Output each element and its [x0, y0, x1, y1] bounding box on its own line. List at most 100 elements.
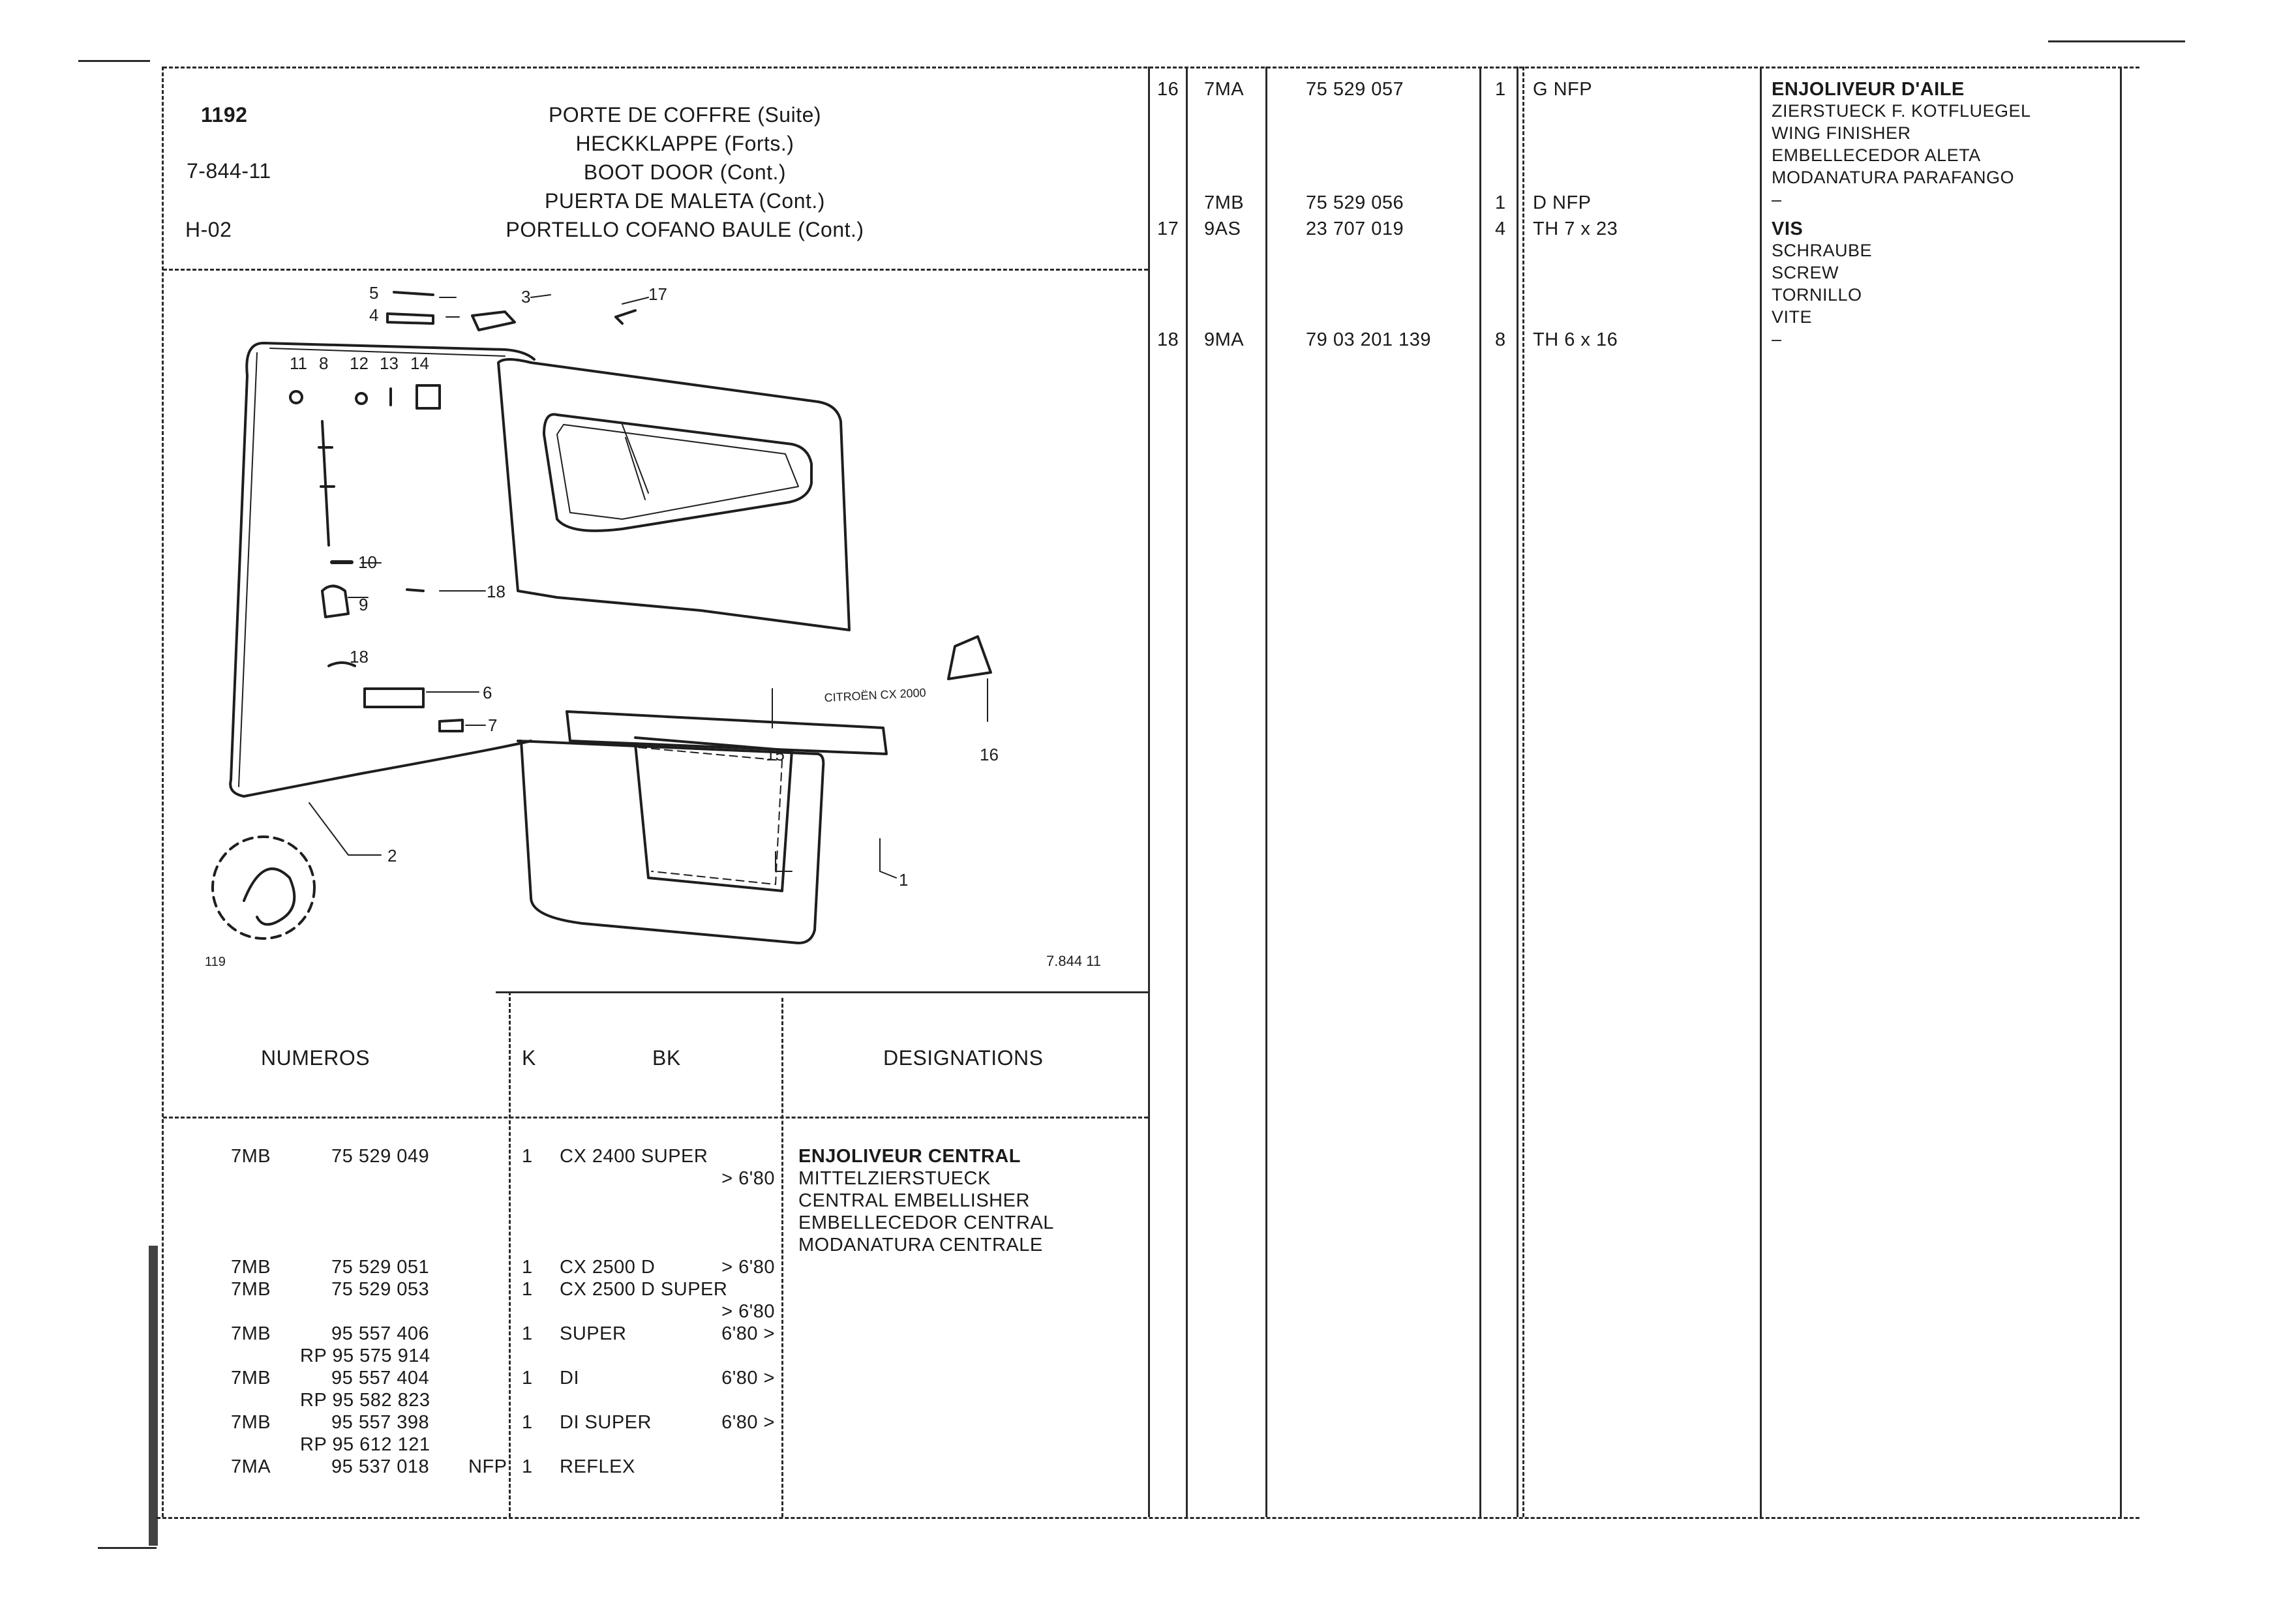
right-row-0-qty: 1 [1495, 79, 1506, 100]
col-header-numeros: NUMEROS [261, 1046, 370, 1070]
right-col-1 [1186, 67, 1188, 1517]
part-7-clip [438, 719, 464, 732]
right-row-0-code: 7MA [1204, 79, 1245, 100]
right-row-3-item: 18 [1157, 329, 1179, 350]
lower-row-4-number: 95 557 404 [331, 1368, 430, 1389]
table-header-divider [163, 1117, 1148, 1119]
lower-row-5-k: 1 [522, 1412, 533, 1433]
callout-3: 3 [521, 287, 530, 307]
lower-row-0-bk: CX 2400 SUPER [560, 1146, 708, 1167]
d16-line-5: – [1772, 190, 1782, 209]
seal-detail-inset [211, 835, 316, 940]
callout-14: 14 [410, 353, 429, 373]
right-col-6 [1760, 67, 1762, 1517]
right-row-3-number: 79 03 201 139 [1306, 329, 1431, 350]
designation-line-2: CENTRAL EMBELLISHER [798, 1190, 1030, 1211]
frame-top [163, 67, 2139, 68]
callout-6: 6 [483, 683, 492, 702]
designation-line-0: ENJOLIVEUR CENTRAL [798, 1146, 1021, 1167]
title-fr: PORTE DE COFFRE (Suite) [548, 103, 822, 127]
right-row-2-qty: 4 [1495, 218, 1506, 239]
right-row-0-item: 16 [1157, 79, 1179, 100]
callout-5: 5 [369, 283, 378, 303]
part-3-hinge [471, 310, 516, 331]
title-de: HECKKLAPPE (Forts.) [575, 132, 794, 155]
reference-code: 7-844-11 [187, 159, 271, 183]
d16-line-2: WING FINISHER [1772, 123, 1911, 143]
lower-row-3-bk-date: 6'80 > [721, 1323, 775, 1344]
boot-door-panel [497, 358, 851, 631]
lower-row-1-bk-date: > 6'80 [721, 1257, 775, 1278]
lower-row-5-number: 95 557 398 [331, 1412, 430, 1433]
d17-line-0: VIS [1772, 218, 1804, 239]
lower-col-k [509, 991, 511, 1517]
col-header-k: K [522, 1046, 536, 1070]
d16-line-1: ZIERSTUECK F. KOTFLUEGEL [1772, 101, 2031, 121]
callout-9: 9 [359, 595, 368, 614]
lower-row-5-code: 7MB [231, 1412, 271, 1433]
designation-line-4: MODANATURA CENTRALE [798, 1235, 1043, 1255]
right-row-2-item: 17 [1157, 218, 1179, 239]
page-number: 1192 [201, 103, 248, 127]
right-col-4 [1517, 67, 1518, 1517]
frame-right [2120, 67, 2122, 1517]
scan-edge-mark [149, 1246, 158, 1546]
frame-bottom [157, 1517, 2139, 1519]
callout-10: 10 [358, 552, 377, 572]
designation-line-1: MITTELZIERSTUECK [798, 1168, 991, 1189]
right-row-2-code: 9AS [1204, 218, 1241, 239]
right-row-2-number: 23 707 019 [1306, 218, 1404, 239]
lower-row-3-bk: SUPER [560, 1323, 627, 1344]
lower-row-6-bk: REFLEX [560, 1456, 635, 1477]
right-row-1-code: 7MB [1204, 192, 1245, 213]
lower-row-2-number: 75 529 053 [331, 1279, 430, 1300]
lower-row-1-number: 75 529 051 [331, 1257, 430, 1278]
right-row-0-number: 75 529 057 [1306, 79, 1404, 100]
right-row-1-qty: 1 [1495, 192, 1506, 213]
callout-15: 15 [766, 745, 785, 764]
lower-row-0-number: 75 529 049 [331, 1146, 430, 1167]
lower-row-5-bk: DI SUPER [560, 1412, 652, 1433]
title-it: PORTELLO COFANO BAULE (Cont.) [506, 218, 864, 241]
title-es: PUERTA DE MALETA (Cont.) [545, 189, 825, 213]
part-5-strip [393, 291, 434, 296]
door-lower-panel [517, 740, 825, 944]
wing-finisher [947, 635, 992, 680]
diagram-corner-ref: 119 [205, 955, 226, 969]
callout-1: 1 [899, 870, 908, 890]
callout-11: 11 [290, 353, 307, 373]
part-9-striker [321, 584, 350, 618]
right-row-1-spec: D NFP [1533, 192, 1592, 213]
lower-row-0-k: 1 [522, 1146, 533, 1167]
d18-line-0: – [1772, 329, 1782, 349]
part-14-bracket [415, 384, 441, 410]
d16-line-3: EMBELLECEDOR ALETA [1772, 145, 1981, 165]
lower-row-6-code: 7MA [231, 1456, 271, 1477]
lower-col-bk [781, 998, 783, 1517]
lower-row-6-nfp: NFP [468, 1456, 507, 1477]
lower-row-4-code: 7MB [231, 1368, 271, 1389]
part-17-screw [614, 309, 637, 325]
diagram-badge: CITROËN CX 2000 [824, 686, 926, 704]
lower-row-2-bk-sub: > 6'80 [721, 1301, 775, 1322]
lower-row-3-code: 7MB [231, 1323, 271, 1344]
part-11-bush [289, 390, 303, 404]
part-12-clip [355, 392, 368, 405]
right-row-0-spec: G NFP [1533, 79, 1593, 100]
d17-line-4: VITE [1772, 307, 1813, 327]
reference-sub: H-02 [185, 218, 232, 241]
central-embellisher [566, 710, 888, 755]
d17-line-3: TORNILLO [1772, 285, 1862, 305]
callout-7: 7 [488, 715, 497, 735]
lower-row-6-number: 95 537 018 [331, 1456, 430, 1477]
right-col-3 [1479, 67, 1481, 1517]
lower-row-1-k: 1 [522, 1257, 533, 1278]
lower-row-6-k: 1 [522, 1456, 533, 1477]
right-row-3-spec: TH 6 x 16 [1533, 329, 1618, 350]
page-rule-top-right [2048, 40, 2185, 42]
right-row-1-number: 75 529 056 [1306, 192, 1404, 213]
gas-strut [318, 420, 335, 547]
col-header-designations: DESIGNATIONS [883, 1046, 1044, 1070]
lower-row-5-bk-date: 6'80 > [721, 1412, 775, 1433]
lower-row-2-bk: CX 2500 D SUPER [560, 1279, 728, 1300]
